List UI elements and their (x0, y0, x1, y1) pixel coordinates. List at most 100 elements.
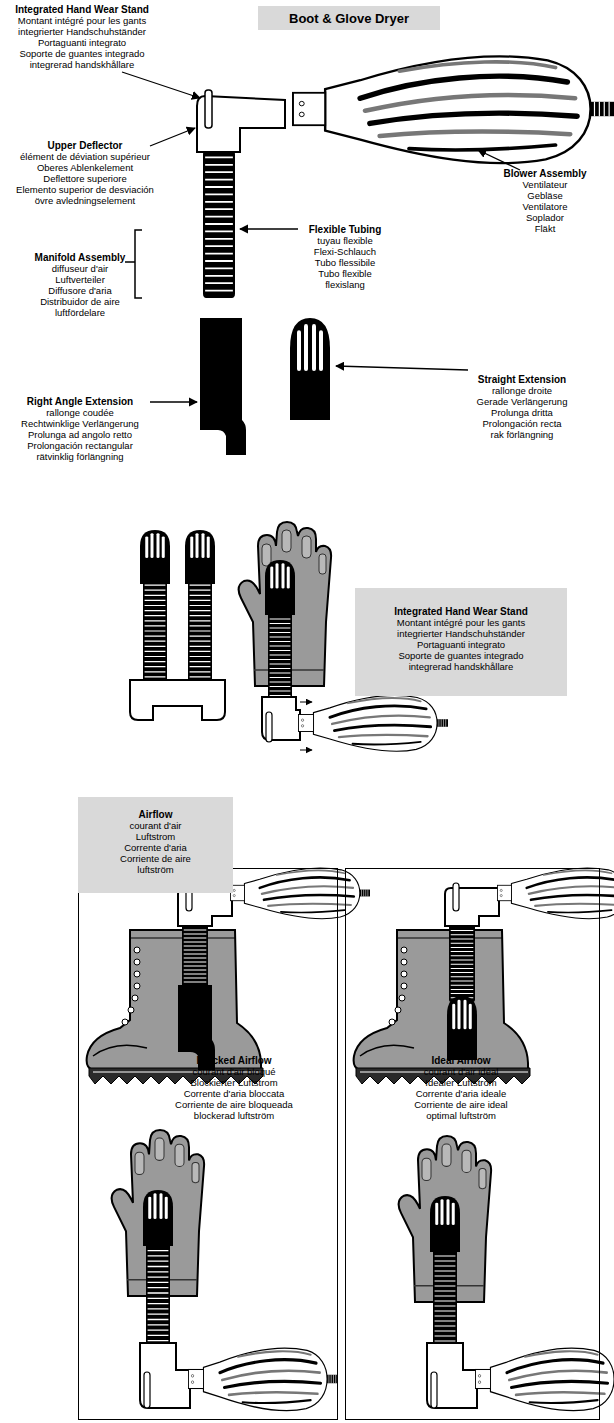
example-panel: Ideal Airflowcourant d'air idéalIdealer … (345, 868, 600, 1420)
part-translation: Ventilateur (465, 179, 614, 190)
part-name: Upper Deflector (5, 140, 165, 151)
diagram-title: Boot & Glove Dryer (289, 11, 409, 26)
hand-wear-stand (205, 90, 212, 128)
blower-assembly (230, 868, 370, 919)
part-translation: Prolunga dritta (442, 407, 602, 418)
box-translation: Corriente de aire ideal (356, 1099, 566, 1110)
hand-wear-stand (144, 1372, 150, 1408)
part-translation: Montant intégré pour les gants (2, 15, 162, 26)
part-translation: Gerade Verlängerung (442, 396, 602, 407)
box-translation: Portaguanti integrato (355, 639, 567, 650)
part-translation: Tubo flexible (265, 268, 425, 279)
straight-extension (185, 530, 215, 584)
straight-extension (265, 560, 295, 615)
part-translation: flexislang (265, 279, 425, 290)
box-translation: Soporte de guantes integrado (355, 650, 567, 661)
straight-extension (430, 1196, 460, 1252)
box-translation: Montant intégré pour les gants (355, 617, 567, 628)
text-block: Blocked Airflowcourant d'air bloquéBlock… (129, 1055, 339, 1121)
part-translation: rallonge droite (442, 385, 602, 396)
box-translation: Blockierter Luftstrom (129, 1077, 339, 1088)
part-translation: rätvinklig förlängning (0, 451, 160, 462)
part-translation: rallonge coudée (0, 407, 160, 418)
box-translation: luftström (78, 864, 233, 875)
title-band: Boot & Glove Dryer (258, 6, 440, 30)
straight-extension (290, 318, 330, 420)
blower-assembly (293, 56, 614, 163)
text-block: Ideal Airflowcourant d'air idéalIdealer … (356, 1055, 566, 1121)
gray-callout-box: Integrated Hand Wear StandMontant intégr… (355, 588, 567, 696)
right-angle-extension (200, 318, 246, 455)
blower-assembly (497, 868, 614, 919)
box-heading: Airflow (78, 809, 233, 820)
box-translation: integrierter Handschuhständer (355, 628, 567, 639)
box-translation: Luftstrom (78, 831, 233, 842)
part-translation: integrierter Handschuhständer (2, 26, 162, 37)
part-translation: rak förlängning (442, 429, 602, 440)
box-translation: courant d'air bloqué (129, 1066, 339, 1077)
part-translation: Prolunga ad angolo retto (0, 429, 160, 440)
text-block: Airflowcourant d'airLuftstromCorrente d'… (78, 809, 233, 875)
part-translation: övre avledningselement (5, 195, 165, 206)
flexible-tubing (268, 610, 292, 700)
part-translation: integrerad handskhållare (2, 59, 162, 70)
part-translation: Soporte de guantes integrado (2, 48, 162, 59)
part-translation: Luftverteiler (0, 274, 160, 285)
hand-wear-stand (453, 883, 459, 911)
part-translation: Prolongación recta (442, 418, 602, 429)
part-name: Manifold Assembly (0, 252, 160, 263)
blower-assembly (188, 1348, 338, 1411)
assembly-arrow (300, 702, 312, 703)
flexible-tubing (433, 1246, 457, 1346)
part-translation: Rechtwinklige Verlängerung (0, 418, 160, 429)
part-translation: Fläkt (465, 223, 614, 234)
part-name: Blower Assembly (465, 168, 614, 179)
part-translation: tuyau flexible (265, 235, 425, 246)
part-translation: Elemento superior de desviación (5, 184, 165, 195)
leader-line (122, 72, 200, 98)
box-translation: Corrente d'aria (78, 842, 233, 853)
hand-wear-stand (431, 1372, 437, 1408)
example-panel: Blocked Airflowcourant d'air bloquéBlock… (78, 868, 338, 1420)
box-translation: Corriente de aire bloqueada (129, 1099, 339, 1110)
box-translation: blockerad luftström (129, 1110, 339, 1121)
text-block: Integrated Hand Wear StandMontant intégr… (355, 606, 567, 672)
part-translation: Tubo flessibile (265, 257, 425, 268)
box-translation: Corrente d'aria ideale (356, 1088, 566, 1099)
part-translation: Portaguanti integrato (2, 37, 162, 48)
flexible-tubing (146, 1240, 170, 1346)
part-translation: diffuseur d'air (0, 263, 160, 274)
box-translation: courant d'air idéal (356, 1066, 566, 1077)
manifold-base (130, 680, 225, 720)
gray-callout-box: Airflowcourant d'airLuftstromCorrente d'… (78, 797, 233, 893)
part-translation: Ventilatore (465, 201, 614, 212)
blower-assembly (298, 695, 448, 751)
bracket (125, 230, 142, 298)
assembly-arrow (300, 750, 312, 751)
flexible-tubing (203, 150, 235, 298)
part-translation: Diffusore d'aria (0, 285, 160, 296)
flexible-tubing (143, 580, 167, 682)
box-heading: Integrated Hand Wear Stand (355, 606, 567, 617)
leader-line (336, 366, 468, 370)
part-name: Straight Extension (442, 374, 602, 385)
blower-assembly (475, 1348, 614, 1411)
box-heading: Blocked Airflow (129, 1055, 339, 1066)
part-translation: luftfördelare (0, 307, 160, 318)
part-translation: Oberes Ablenkelement (5, 162, 165, 173)
part-translation: Prolongación rectangular (0, 440, 160, 451)
part-name: Flexible Tubing (265, 224, 425, 235)
box-translation: optimal luftström (356, 1110, 566, 1121)
part-name: Right Angle Extension (0, 396, 160, 407)
part-translation: Flexi-Schlauch (265, 246, 425, 257)
straight-extension (143, 1190, 173, 1246)
leader-line (478, 150, 520, 170)
part-translation: Gebläse (465, 190, 614, 201)
part-translation: Distribuidor de aire (0, 296, 160, 307)
box-translation: Corriente de aire (78, 853, 233, 864)
flexible-tubing (449, 918, 475, 1002)
part-name: Integrated Hand Wear Stand (2, 4, 162, 15)
hand-wear-stand (266, 712, 272, 742)
